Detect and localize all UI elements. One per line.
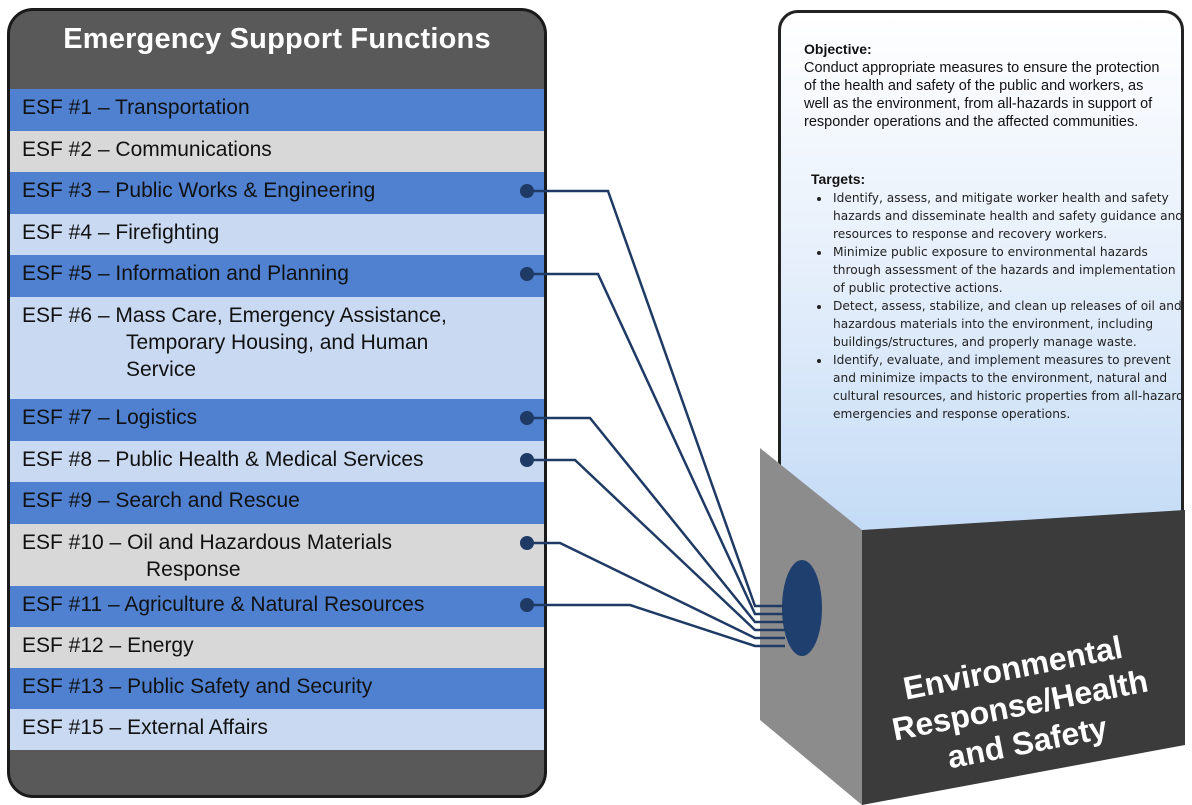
esf-label: Search and Rescue bbox=[115, 489, 300, 512]
connector-dot bbox=[520, 536, 534, 550]
objective-text: Conduct appropriate measures to ensure t… bbox=[804, 60, 1160, 130]
esf-label: Agriculture & Natural Resources bbox=[124, 593, 425, 616]
esf-row: ESF #4 – Firefighting bbox=[10, 214, 544, 255]
esf-number: ESF #13 bbox=[22, 675, 104, 698]
esf-label-line: Temporary Housing, and Human bbox=[126, 331, 429, 354]
connector-line bbox=[527, 603, 785, 648]
esf-separator: – bbox=[92, 489, 116, 512]
esf-label: Communications bbox=[115, 138, 272, 161]
esf-separator: – bbox=[103, 716, 128, 739]
esf-label: Energy bbox=[127, 634, 194, 657]
connector-dot bbox=[520, 184, 534, 198]
esf-separator: – bbox=[102, 593, 125, 616]
esf-separator: – bbox=[103, 634, 128, 657]
esf-label: Information and Planning bbox=[115, 262, 349, 285]
esf-number: ESF #5 bbox=[22, 262, 93, 285]
esf-label-line: Oil and Hazardous Materials bbox=[127, 531, 393, 554]
esf-number: ESF #4 bbox=[22, 221, 93, 244]
esf-label-line: Response bbox=[146, 558, 241, 581]
targets-list: Identify, assess, and mitigate worker he… bbox=[811, 189, 1181, 423]
esf-number: ESF #6 bbox=[22, 304, 93, 327]
esf-label-line: Mass Care, Emergency Assistance, bbox=[115, 304, 447, 327]
esf-label-line: Service bbox=[126, 358, 197, 381]
esf-number: ESF #15 bbox=[22, 716, 104, 739]
esf-number: ESF #8 bbox=[22, 448, 93, 471]
esf-row: ESF #7 – Logistics bbox=[10, 399, 544, 441]
esf-number: ESF #2 bbox=[22, 138, 93, 161]
esf-label: Transportation bbox=[115, 96, 250, 119]
esf-row: ESF #6 – Mass Care, Emergency Assistance… bbox=[10, 297, 544, 399]
connector-line bbox=[527, 416, 785, 624]
targets-title: Targets: bbox=[811, 171, 866, 187]
connector-line bbox=[527, 541, 785, 640]
esf-row: ESF #11 – Agriculture & Natural Resource… bbox=[10, 586, 544, 627]
connector-line bbox=[527, 458, 785, 632]
esf-row: ESF #2 – Communications bbox=[10, 131, 544, 172]
esf-separator: – bbox=[92, 221, 116, 244]
panel-title: Emergency Support Functions bbox=[63, 23, 491, 55]
esf-label: Logistics bbox=[115, 406, 198, 429]
esf-number: ESF #12 bbox=[22, 634, 104, 657]
esf-separator: – bbox=[92, 96, 116, 119]
connector-hub bbox=[782, 560, 822, 656]
connector-dot bbox=[520, 453, 534, 467]
connector-dot bbox=[520, 598, 534, 612]
esf-label: Public Health & Medical Services bbox=[115, 448, 424, 471]
esf-row: ESF #1 – Transportation bbox=[10, 89, 544, 131]
esf-separator: – bbox=[103, 675, 128, 698]
target-item: Identify, evaluate, and implement measur… bbox=[831, 351, 1181, 423]
connector-lines bbox=[520, 184, 785, 648]
esf-number: ESF #7 bbox=[22, 406, 93, 429]
connector-line bbox=[527, 272, 785, 616]
esf-row: ESF #9 – Search and Rescue bbox=[10, 482, 544, 524]
esf-panel: Emergency Support Functions ESF #1 – Tra… bbox=[7, 8, 547, 798]
esf-row: ESF #13 – Public Safety and Security bbox=[10, 668, 544, 709]
esf-separator: – bbox=[92, 448, 116, 471]
esf-label: Public Safety and Security bbox=[127, 675, 373, 698]
target-item: Minimize public exposure to environmenta… bbox=[831, 243, 1181, 297]
esf-separator: – bbox=[92, 138, 116, 161]
esf-number: ESF #9 bbox=[22, 489, 93, 512]
esf-number: ESF #1 bbox=[22, 96, 93, 119]
esf-separator: – bbox=[92, 179, 116, 202]
esf-separator: – bbox=[103, 531, 128, 554]
objective-title: Objective: bbox=[804, 41, 872, 57]
connector-dot bbox=[520, 267, 534, 281]
target-item: Identify, assess, and mitigate worker he… bbox=[831, 189, 1181, 243]
connector-line bbox=[527, 189, 785, 608]
esf-separator: – bbox=[92, 262, 116, 285]
esf-row: ESF #3 – Public Works & Engineering bbox=[10, 172, 544, 214]
esf-number: ESF #10 bbox=[22, 531, 104, 554]
esf-number: ESF #3 bbox=[22, 179, 93, 202]
esf-row: ESF #5 – Information and Planning bbox=[10, 255, 544, 297]
esf-number: ESF #11 bbox=[22, 593, 103, 616]
esf-row: ESF #8 – Public Health & Medical Service… bbox=[10, 441, 544, 482]
esf-row: ESF #12 – Energy bbox=[10, 627, 544, 668]
box-right-face bbox=[862, 510, 1185, 805]
esf-separator: – bbox=[92, 304, 116, 327]
esf-label: External Affairs bbox=[127, 716, 268, 739]
esf-label: Firefighting bbox=[115, 221, 220, 244]
esf-separator: – bbox=[92, 406, 116, 429]
esf-label: Public Works & Engineering bbox=[115, 179, 376, 202]
esf-label: Mass Care, Emergency Assistance, Temporar… bbox=[22, 304, 532, 383]
target-item: Detect, assess, stabilize, and clean up … bbox=[831, 297, 1181, 351]
connector-dot bbox=[520, 411, 534, 425]
esf-row: ESF #15 – External Affairs bbox=[10, 709, 544, 750]
